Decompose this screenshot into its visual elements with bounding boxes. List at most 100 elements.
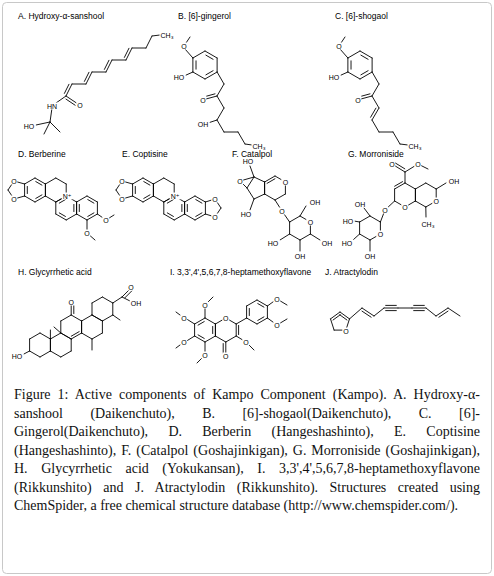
bond-line xyxy=(238,132,245,144)
atom-label: HO xyxy=(341,240,354,247)
bond-line xyxy=(372,84,379,96)
bond-line xyxy=(86,72,92,84)
bond-line xyxy=(144,195,150,199)
atom-label: OH xyxy=(321,240,334,247)
bond-line xyxy=(426,308,436,316)
panel-title: G. Morroniside xyxy=(348,150,404,159)
bond-line xyxy=(205,318,215,324)
bond-line xyxy=(92,303,93,315)
bond-line xyxy=(247,188,254,199)
atom-label: HO xyxy=(11,353,24,360)
bond-line xyxy=(106,60,112,72)
bond-line xyxy=(247,300,257,306)
bond-line xyxy=(212,326,213,333)
bond-line xyxy=(133,196,143,202)
bond-line xyxy=(126,48,132,60)
bond-line xyxy=(50,108,52,122)
bond-line xyxy=(360,234,370,240)
bond-line xyxy=(415,201,425,207)
bond-line xyxy=(351,61,352,69)
bond-line xyxy=(405,183,415,189)
bond-line xyxy=(264,182,265,194)
atom-label: O xyxy=(242,339,249,346)
figure-caption: Figure 1: Active components of Kampo Com… xyxy=(14,386,480,516)
bond-line xyxy=(254,177,265,182)
bond-line xyxy=(163,202,164,214)
bond-line xyxy=(102,321,103,333)
bond-line xyxy=(217,72,224,84)
bond-line xyxy=(300,206,306,216)
bond-line xyxy=(290,216,300,222)
outer-border xyxy=(3,3,492,574)
bond-line xyxy=(66,214,76,220)
atom-label: O xyxy=(118,178,125,185)
bond-line xyxy=(361,96,372,99)
bond-line xyxy=(71,339,72,351)
bond-line xyxy=(185,49,193,58)
bond-line xyxy=(394,189,395,201)
atom-label: O xyxy=(83,230,90,237)
atom-label: O xyxy=(10,178,17,185)
bond-line xyxy=(246,306,247,318)
bond-line xyxy=(71,333,81,339)
atom-label: O xyxy=(414,161,421,168)
bond-line xyxy=(195,318,205,324)
bond-line xyxy=(372,72,379,84)
bond-line xyxy=(153,184,154,196)
bond-line xyxy=(87,196,97,202)
bond-line xyxy=(267,306,268,318)
bond-line xyxy=(310,234,320,240)
panel-title: D. Berberine xyxy=(18,150,66,159)
atom-label: CH₃ xyxy=(160,32,175,39)
panel-title: J. Atractylodin xyxy=(325,268,378,277)
bond-line xyxy=(339,72,348,76)
bond-line xyxy=(215,324,216,336)
bond-line xyxy=(113,315,120,320)
bond-line xyxy=(97,202,98,214)
bond-line xyxy=(194,324,195,336)
bond-line xyxy=(347,58,348,72)
bond-line xyxy=(25,178,35,184)
bond-line xyxy=(386,310,397,311)
atom-label: O xyxy=(201,302,208,309)
bond-line xyxy=(195,196,205,202)
bond-line xyxy=(56,214,66,220)
bond-line xyxy=(61,351,71,357)
bond-line xyxy=(50,351,60,357)
panel-title: E. Coptisine xyxy=(122,150,168,159)
bond-line xyxy=(238,325,239,334)
panel-title: I. 3,3',4',5,6,7,8-heptamethoxyflavone xyxy=(170,268,311,277)
bond-line xyxy=(36,195,42,199)
atom-label: O xyxy=(335,43,342,50)
atom-label: O xyxy=(282,179,289,186)
bond-line xyxy=(185,196,195,202)
bond-line xyxy=(362,94,370,96)
bond-line xyxy=(50,122,60,132)
atom-label: O xyxy=(118,196,125,203)
bond-line xyxy=(360,72,372,79)
bond-line xyxy=(50,339,51,351)
atom-label: O xyxy=(67,299,74,306)
bond-line xyxy=(236,324,237,336)
atom-label: O xyxy=(381,207,388,214)
bond-line xyxy=(55,202,56,214)
bond-line xyxy=(426,183,436,189)
atom-label: HN xyxy=(46,103,58,110)
bond-line xyxy=(193,51,205,58)
atom-label: OH xyxy=(309,199,322,206)
bond-line xyxy=(393,132,400,144)
bond-line xyxy=(40,351,50,357)
bond-line xyxy=(193,72,205,79)
bond-line xyxy=(372,58,373,72)
bond-line xyxy=(73,204,74,211)
bond-line xyxy=(143,196,153,202)
bond-line xyxy=(353,234,360,240)
bond-line xyxy=(405,172,406,183)
bond-line xyxy=(71,332,79,337)
atom-label: HO xyxy=(23,123,36,130)
atom-label: O xyxy=(401,204,408,211)
bond-line xyxy=(81,321,82,333)
bond-line xyxy=(398,308,412,309)
bond-line xyxy=(76,202,77,214)
